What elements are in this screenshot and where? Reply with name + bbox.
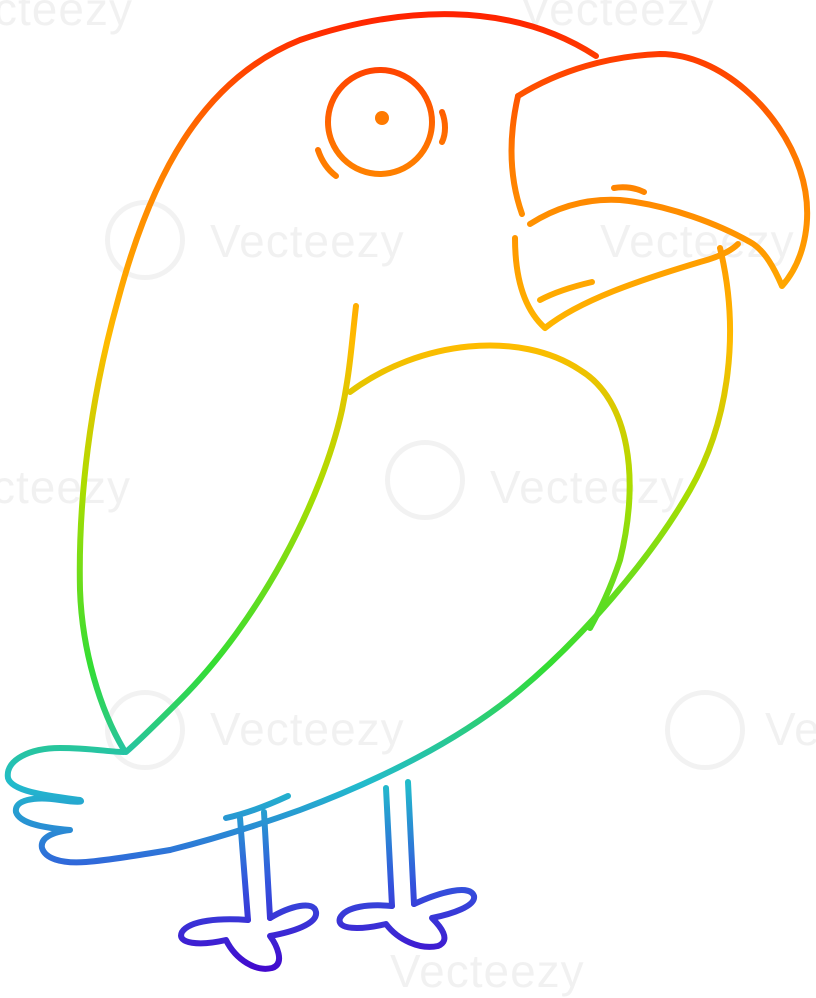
beak-lower-inner bbox=[537, 279, 595, 303]
watermark-text: cteezy bbox=[0, 0, 133, 35]
watermark-text: Ve bbox=[765, 703, 816, 755]
leg-left bbox=[237, 815, 251, 923]
watermark-text: Vecteezy bbox=[210, 703, 405, 755]
watermark-text: Vecteezy bbox=[210, 215, 405, 267]
wing-top bbox=[347, 342, 633, 631]
leg-right-back bbox=[405, 779, 417, 907]
watermark-logo-icon bbox=[385, 440, 465, 520]
beak-crease bbox=[611, 184, 647, 195]
eye-icon bbox=[325, 67, 435, 177]
beak-upper-left bbox=[508, 93, 525, 217]
watermark-logo-icon bbox=[105, 690, 185, 770]
beak-upper bbox=[515, 51, 811, 289]
watermark-text: Vecteezy bbox=[600, 215, 795, 267]
chest-outline bbox=[167, 245, 733, 853]
beak-lower bbox=[512, 235, 741, 331]
tail-outline bbox=[4, 745, 173, 866]
body-outline bbox=[76, 11, 599, 753]
eye-lash-left bbox=[315, 147, 339, 179]
leg-left-back bbox=[261, 809, 273, 921]
leg-left-band bbox=[223, 793, 291, 821]
foot-left bbox=[178, 902, 319, 972]
eye-lash-right bbox=[439, 109, 448, 145]
watermark-text: Vecteezy bbox=[520, 0, 715, 35]
wing-outline bbox=[123, 303, 359, 755]
watermark-text: Vecteezy bbox=[490, 461, 685, 513]
foot-right bbox=[336, 887, 477, 950]
eye-pupil bbox=[375, 111, 389, 125]
watermark-logo-icon bbox=[105, 200, 185, 280]
watermark-logo-icon bbox=[665, 690, 745, 770]
leg-right bbox=[383, 785, 395, 909]
watermark-text: cteezy bbox=[0, 461, 131, 513]
